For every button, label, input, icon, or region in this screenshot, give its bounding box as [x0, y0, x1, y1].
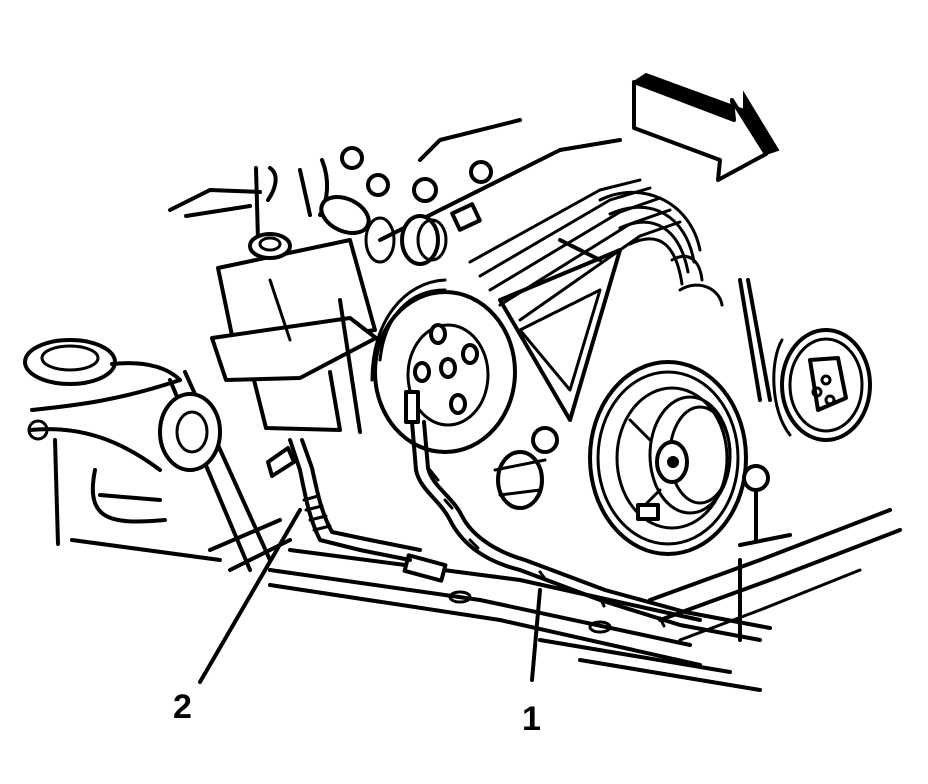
mounting-bolt — [738, 464, 792, 547]
alternator-pulley — [588, 360, 748, 556]
power-steering-pump-pulley — [370, 278, 517, 454]
callout-label-2: 2 — [173, 688, 192, 726]
engine-mount-subframe — [23, 338, 292, 572]
power-steering-pressure-hose — [402, 390, 772, 642]
accessory-bracket — [498, 238, 622, 454]
engine-block — [168, 118, 682, 322]
idler-pulley — [493, 450, 547, 510]
power-steering-reservoir — [210, 232, 378, 434]
frame-crossmember — [268, 508, 902, 692]
serpentine-belt — [598, 190, 772, 402]
callout-leaders — [198, 508, 542, 684]
power-steering-return-hose — [266, 438, 422, 562]
ac-compressor-pulley — [772, 328, 872, 442]
front-direction-arrow-icon — [631, 72, 780, 182]
callout-label-1: 1 — [522, 700, 541, 738]
